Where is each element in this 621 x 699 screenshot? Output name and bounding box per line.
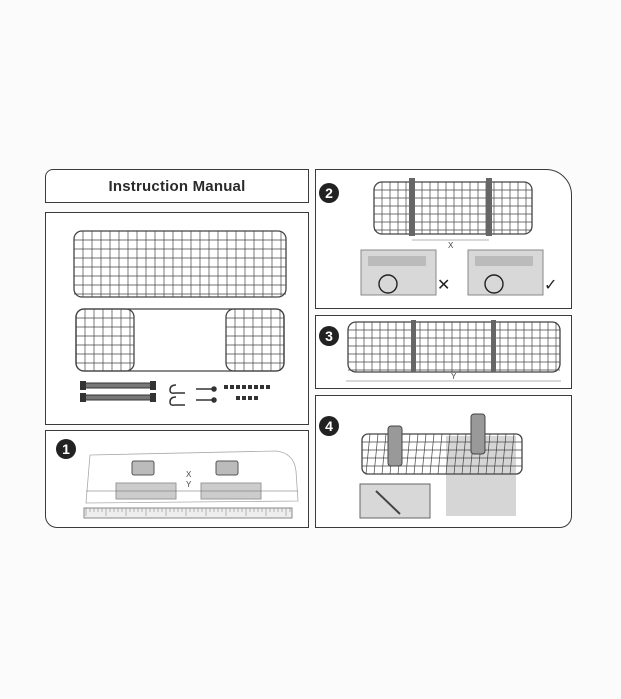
measure-y-label: Y	[186, 480, 192, 489]
clamp-left	[411, 320, 416, 372]
title-box: Instruction Manual	[45, 169, 309, 203]
step-1-panel: 1 X Y	[45, 430, 309, 528]
hooks-icon	[169, 384, 217, 406]
step-2-panel: 2 X ✕ ✓	[315, 169, 572, 309]
page-title: Instruction Manual	[108, 177, 246, 195]
headrest-left	[131, 460, 155, 476]
photo-headrest	[475, 256, 533, 266]
detail-inset-photo	[359, 483, 431, 519]
mesh-panel-split	[75, 308, 285, 372]
headrest-left	[387, 425, 403, 467]
step-1-badge	[56, 439, 76, 459]
right-mark-icon: ✓	[544, 275, 557, 294]
step-4-badge	[319, 416, 339, 436]
ruler	[83, 507, 293, 519]
headrest-right	[215, 460, 239, 476]
measure-x-label: X	[186, 470, 192, 479]
measure-x-label: X	[448, 241, 454, 250]
clamp-left	[409, 178, 415, 236]
step-4-panel: 4	[315, 395, 572, 528]
measure-y-label: Y	[451, 372, 457, 381]
mesh-panel-extended	[347, 321, 561, 373]
step-2-badge	[319, 183, 339, 203]
clamp-right	[486, 178, 492, 236]
parts-illustration	[73, 230, 287, 406]
step-3-illustration: 3 Y	[319, 320, 561, 382]
photo-headrest	[368, 256, 426, 266]
detail-circle	[378, 274, 398, 294]
step-2-illustration: 2 X ✕ ✓	[319, 178, 557, 296]
step-2-number: 2	[325, 185, 333, 201]
step-1-number: 1	[62, 441, 70, 457]
clamp-right	[491, 320, 496, 372]
headrest-right	[470, 413, 486, 455]
mesh-panel	[373, 181, 533, 235]
mounting-bars	[80, 381, 156, 402]
mesh-panel-full	[73, 230, 287, 298]
parts-panel	[45, 212, 309, 425]
small-parts-icon	[224, 385, 270, 400]
wrong-mark-icon: ✕	[437, 275, 450, 294]
step-3-number: 3	[325, 328, 333, 344]
step-1-illustration: 1 X Y	[56, 439, 299, 519]
step-3-badge	[319, 326, 339, 346]
step-3-panel: 3 Y	[315, 315, 572, 389]
detail-circle	[484, 274, 504, 294]
step-4-illustration: 4	[319, 413, 523, 519]
detail-bar	[375, 490, 401, 515]
step-4-number: 4	[325, 418, 333, 434]
